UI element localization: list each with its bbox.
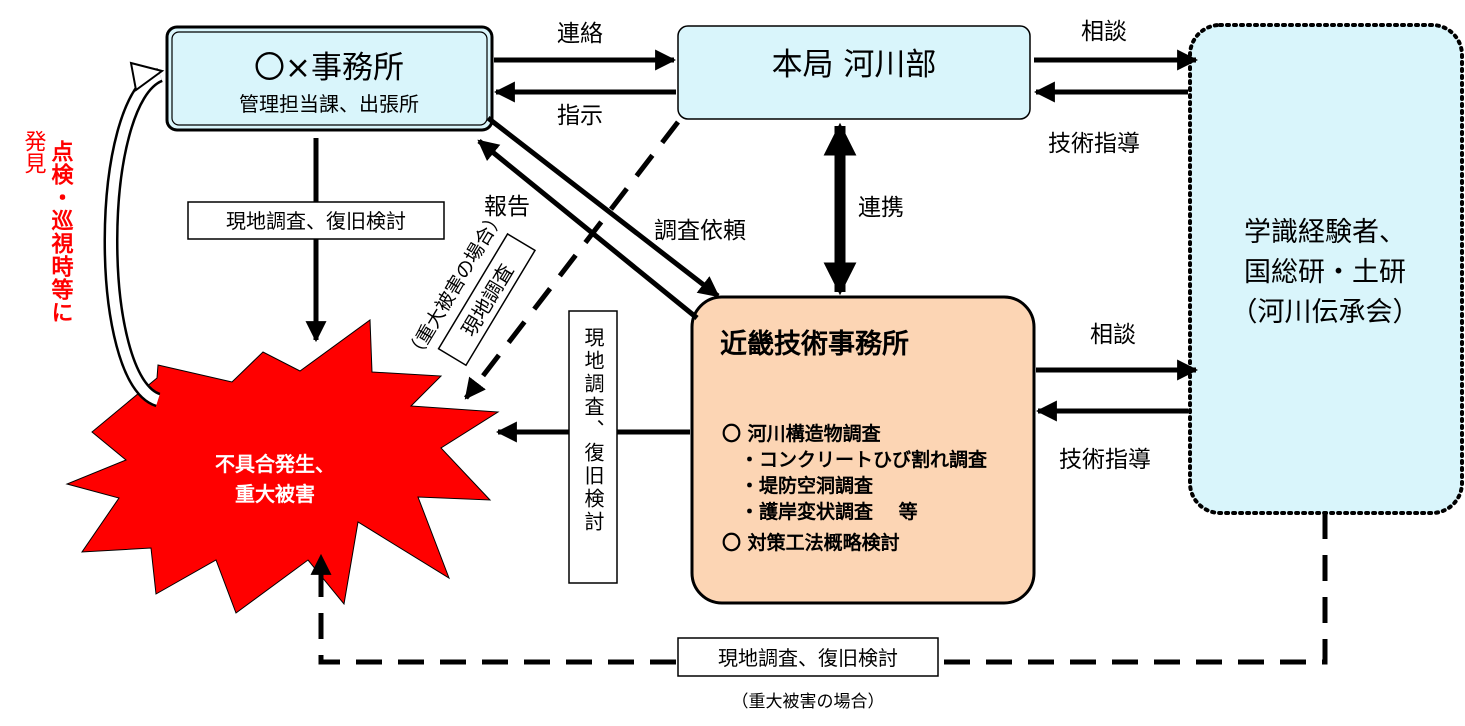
discovery-label: 点検・巡視時等に 発見 [21,130,74,324]
label-cooperation: 連携 [858,195,904,221]
bottom-note: （重大被害の場合） [732,692,885,712]
field-office-title: 〇×事務所 [254,50,404,86]
kinki-onsite-vertical-label: 現地調査、復旧検討 [581,327,605,534]
experts-line-2: 国総研・土研 [1244,257,1406,288]
hq-box: 本局 河川部 [677,25,1031,120]
hq-rect [677,25,1031,120]
field-office-box: 〇×事務所 管理担当課、出張所 [165,25,494,132]
label-consult-top: 相談 [1081,19,1127,45]
kinki-item-1: 〇 河川構造物調査 [722,422,882,445]
experts-box: 学識経験者、 国総研・土研 （河川伝承会） [1188,23,1464,515]
kinki-box: 近畿技術事務所 〇 河川構造物調査 ・コンクリートひび割れ調査 ・堤防空洞調査 … [690,295,1036,605]
onsite-box [187,201,445,240]
label-guidance-top: 技術指導 [1048,131,1140,157]
experts-line-1: 学識経験者、 [1244,217,1406,248]
kinki-item-5: 〇 対策工法概略検討 [722,531,900,554]
label-instruction: 指示 [557,103,603,129]
onsite-box-label: 現地調査、復旧検討 [226,209,406,233]
arrow-report [477,139,699,320]
field-office-subtitle: 管理担当課、出張所 [239,92,419,116]
kinki-rect [690,295,1036,605]
label-report: 報告 [484,194,530,220]
kinki-item-2: ・コンクリートひび割れ調査 [740,448,988,471]
label-guidance-mid: 技術指導 [1059,447,1151,473]
kinki-onsite-vertical-box [568,310,618,584]
label-consult-mid: 相談 [1090,322,1136,348]
arrow-request [486,116,720,298]
kinki-item-4: ・護岸変状調査 等 [740,500,918,523]
kinki-item-3: ・堤防空洞調査 [740,474,874,497]
kinki-title: 近畿技術事務所 [720,329,909,360]
incident-line-2: 重大被害 [235,482,315,506]
bottom-box-label: 現地調査、復旧検討 [718,646,898,670]
incident-shape [65,319,500,614]
label-request: 調査依頼 [654,218,746,244]
arrow-hq-dashed [464,120,680,400]
hq-title: 本局 河川部 [772,47,937,83]
onsite-diagonal-box [437,232,537,367]
experts-line-3: （河川伝承会） [1231,297,1420,328]
incident-line-1: 不具合発生、 [215,452,335,476]
discovery-label-col1: 点検・巡視時等に [48,139,74,324]
discovery-arrow [103,61,165,408]
field-office-rect [165,25,494,132]
label-contact: 連絡 [557,21,603,47]
bottom-box [677,637,939,677]
incident-burst: 不具合発生、 重大被害 [65,319,500,614]
discovery-label-col2: 発見 [21,130,47,174]
